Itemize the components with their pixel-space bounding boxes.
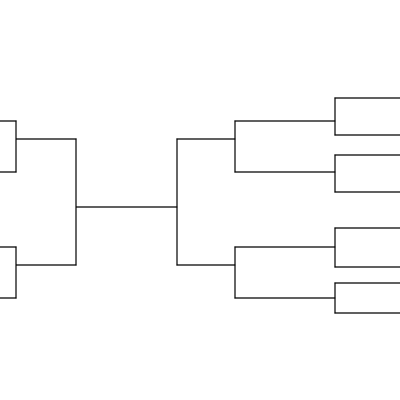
tree-edges — [0, 97, 400, 314]
